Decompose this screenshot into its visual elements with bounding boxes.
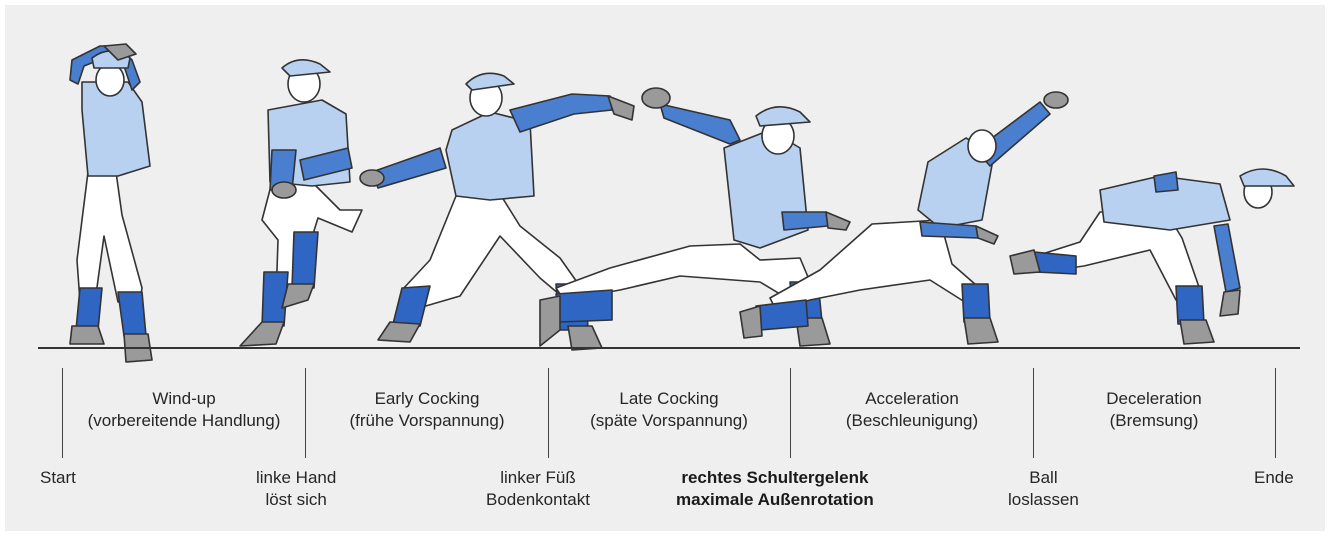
event-text: Start [40,467,76,489]
pitcher-deceleration-figure [1010,169,1294,344]
phase-name: Acceleration [791,388,1033,410]
phase-name: Wind-up [63,388,305,410]
phase-acceleration: Acceleration (Beschleunigung) [791,388,1033,432]
phase-name: Early Cocking [306,388,548,410]
event-text: linke Hand [256,467,336,489]
pitcher-windup-figure [70,44,152,362]
event-start-label: Start [40,467,76,489]
event-foot-contact-label: linker Füß Bodenkontakt [486,467,590,511]
event-ball-release-label: Ball loslassen [1008,467,1079,511]
phase-deceleration: Deceleration (Bremsung) [1033,388,1275,432]
event-max-external-rotation-label: rechtes Schultergelenk maximale Außenrot… [676,467,874,511]
event-text: linker Füß [486,467,590,489]
phase-detail: (vorbereitende Handlung) [63,410,305,432]
event-end-label: Ende [1254,467,1294,489]
event-text: Ende [1254,467,1294,489]
phase-detail: (späte Vorspannung) [548,410,790,432]
event-text: Ball [1008,467,1079,489]
event-text: Bodenkontakt [486,489,590,511]
event-text: maximale Außenrotation [676,489,874,511]
event-text: rechtes Schultergelenk [676,467,874,489]
event-left-hand-release-label: linke Hand löst sich [256,467,336,511]
phase-detail: (frühe Vorspannung) [306,410,548,432]
phase-detail: (Beschleunigung) [791,410,1033,432]
phase-early-cocking: Early Cocking (frühe Vorspannung) [306,388,548,432]
event-text: löst sich [256,489,336,511]
phase-detail: (Bremsung) [1033,410,1275,432]
ground-line [38,347,1300,349]
phase-divider [1275,368,1276,458]
phase-late-cocking: Late Cocking (späte Vorspannung) [548,388,790,432]
pitcher-stride-figure [240,60,362,346]
event-text: loslassen [1008,489,1079,511]
phase-windup: Wind-up (vorbereitende Handlung) [63,388,305,432]
phase-name: Deceleration [1033,388,1275,410]
phase-name: Late Cocking [548,388,790,410]
